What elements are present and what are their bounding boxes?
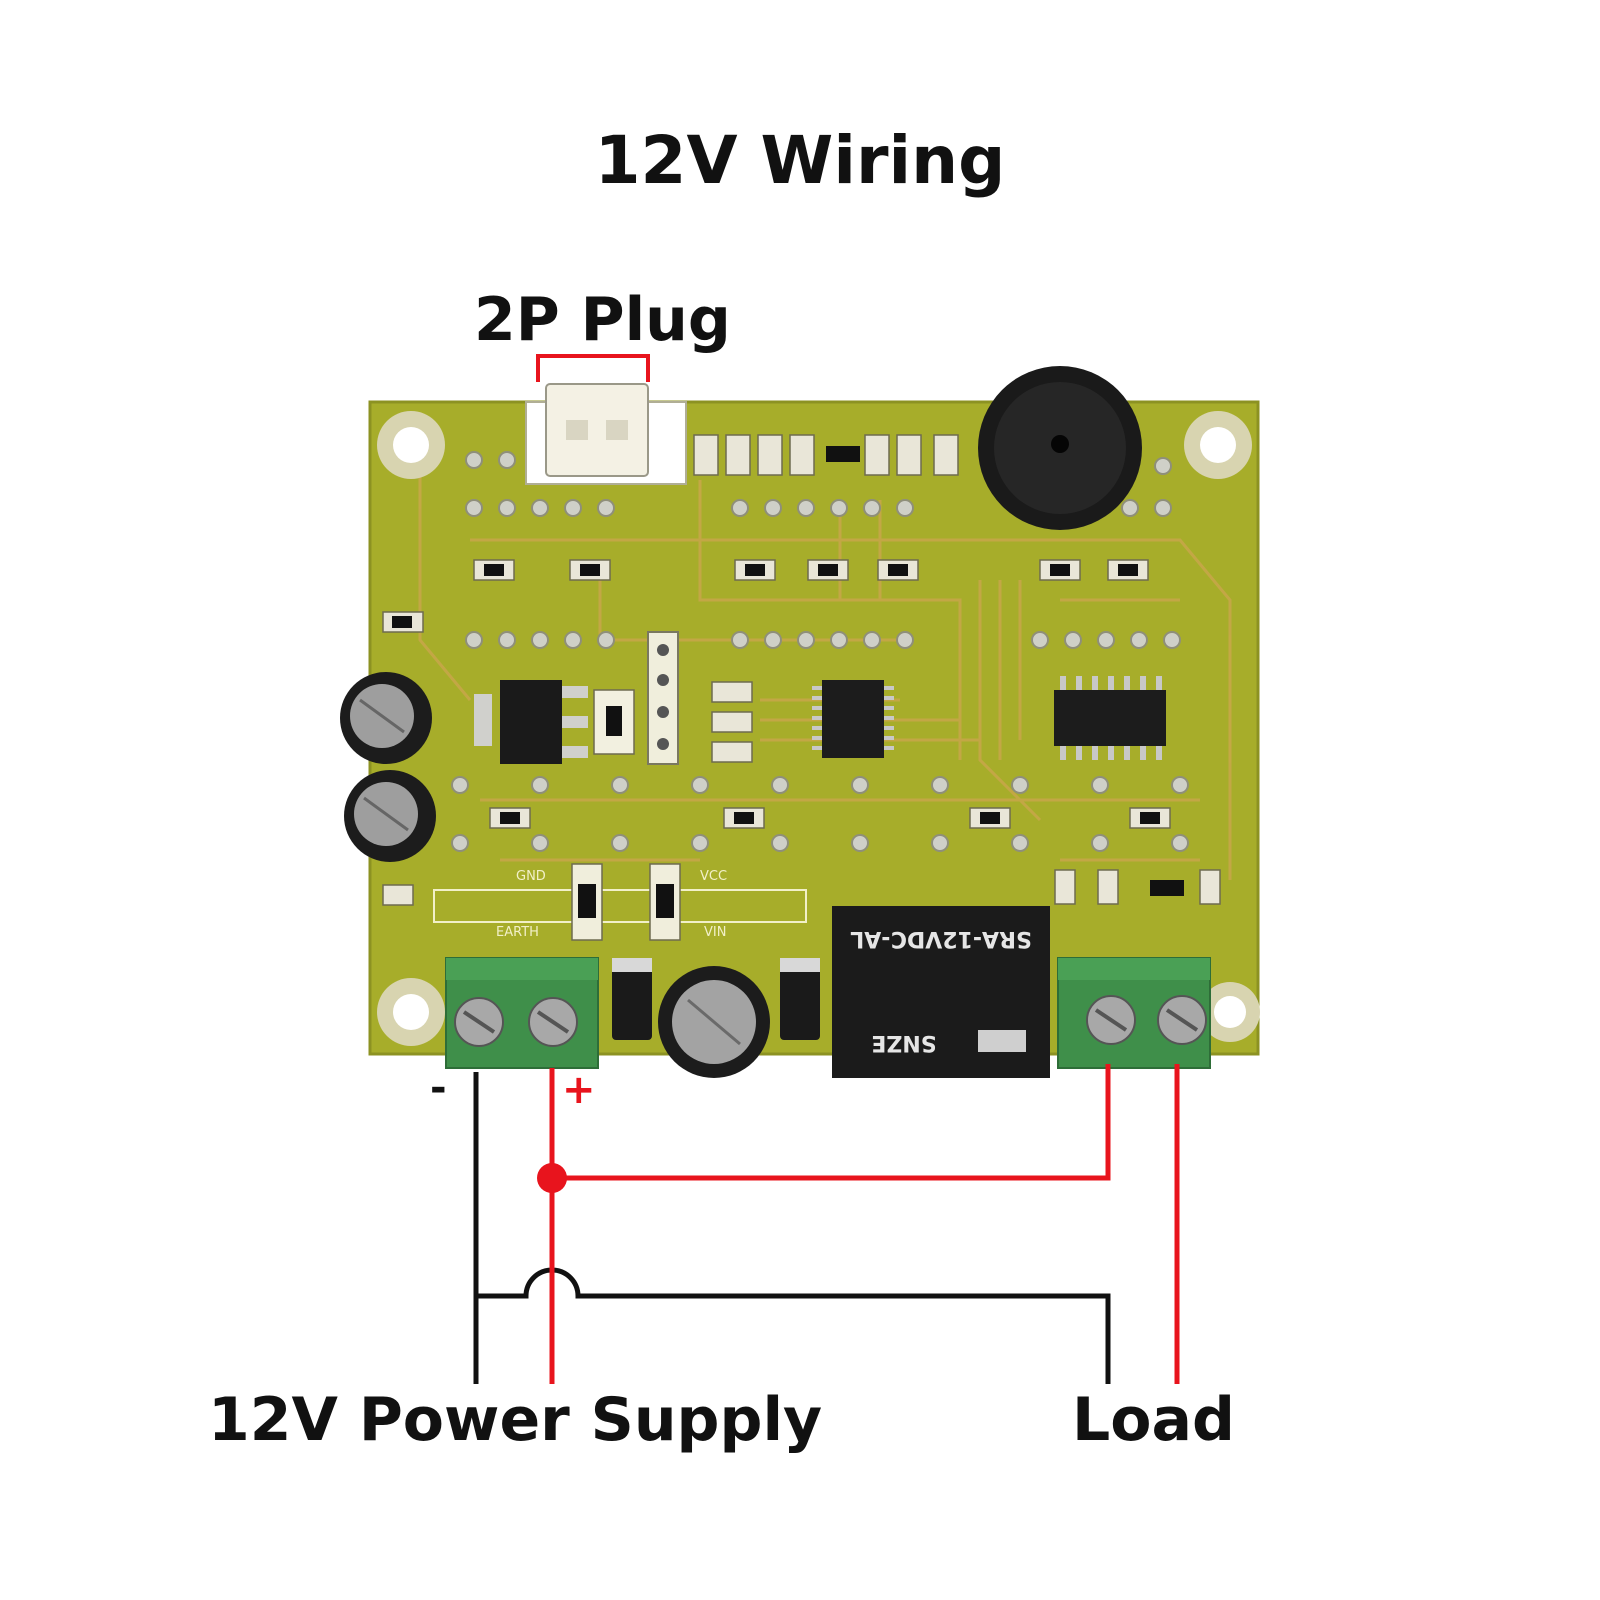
capacitor	[340, 672, 432, 764]
minus-label: -	[430, 1065, 447, 1111]
junction-dot	[537, 1163, 567, 1193]
silk-vcc: VCC	[700, 869, 727, 884]
diagram-title: 12V Wiring	[594, 122, 1006, 199]
plus-label: +	[562, 1067, 596, 1113]
buzzer	[978, 366, 1142, 530]
positive-to-relay-wire	[552, 1064, 1111, 1181]
ic-chip	[1054, 676, 1166, 760]
relay-brand-text: SNZE	[871, 1030, 936, 1055]
power-supply-label: 12V Power Supply	[208, 1385, 823, 1455]
mounting-hole	[377, 411, 445, 479]
negative-to-load-wire	[476, 1267, 1111, 1384]
ic-chip	[812, 680, 894, 758]
plug-label: 2P Plug	[474, 285, 731, 355]
load-terminal-block	[1057, 957, 1211, 1069]
power-terminal-block	[445, 957, 599, 1069]
capacitor	[658, 966, 770, 1078]
smd-components	[382, 434, 1221, 906]
plug-bracket	[536, 354, 650, 382]
silk-vin: VIN	[704, 925, 726, 940]
silk-earth: EARTH	[496, 925, 539, 940]
resistor	[649, 863, 681, 941]
relay: SRA-12VDC-AL SNZE	[832, 906, 1050, 1078]
2p-plug-connector	[525, 383, 687, 485]
diode	[612, 958, 652, 1040]
pcb-board: GND VCC EARTH VIN SRA-12VDC-AL SNZE	[340, 366, 1260, 1078]
wires	[473, 1064, 1180, 1384]
load-label: Load	[1072, 1385, 1235, 1455]
mounting-hole	[1200, 982, 1260, 1042]
silk-gnd: GND	[516, 869, 546, 884]
relay-model-text: SRA-12VDC-AL	[850, 926, 1032, 951]
mounting-hole	[377, 978, 445, 1046]
mounting-hole	[1184, 411, 1252, 479]
voltage-regulator	[474, 680, 635, 764]
header-pins	[647, 631, 679, 765]
diode	[780, 958, 820, 1040]
capacitor	[344, 770, 436, 862]
resistor	[571, 863, 603, 941]
